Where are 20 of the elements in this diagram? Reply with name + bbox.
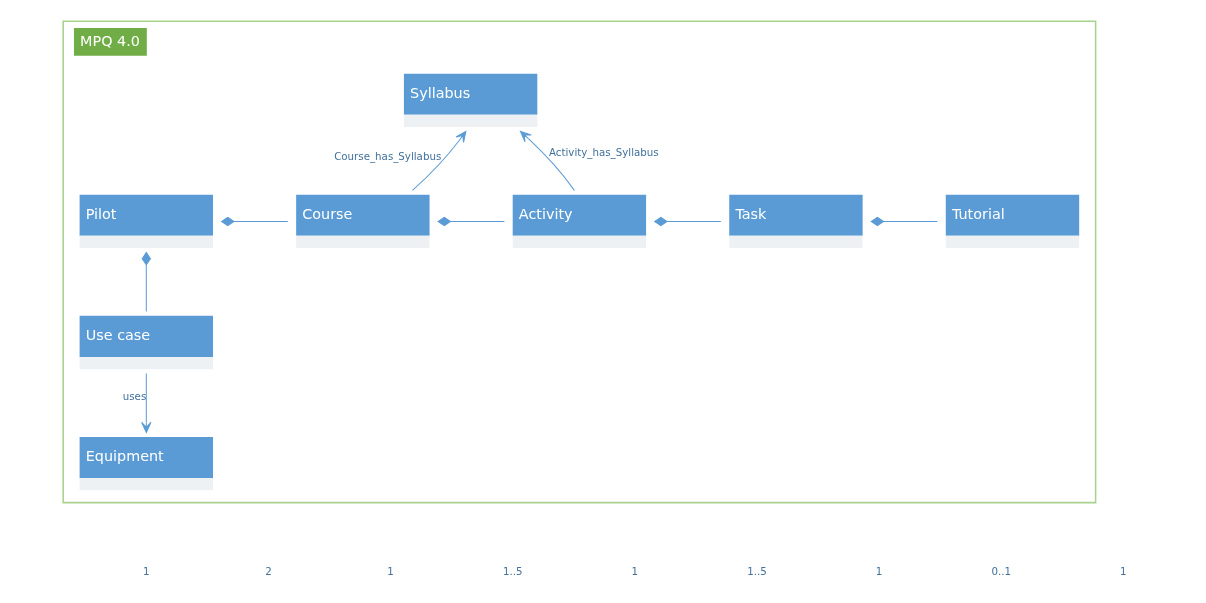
edge-label: Course_has_Syllabus [334,149,442,162]
edge-label: uses [122,389,147,402]
label: 1 [875,564,883,577]
label: 1 [631,564,639,577]
connector [141,251,152,312]
label: 1 [387,564,394,577]
connector [220,216,289,226]
arrow [519,130,575,191]
connector [437,216,505,226]
label: 1 [1120,564,1127,577]
label: 1..5 [747,564,767,577]
label: 1 [143,564,150,577]
arrow [411,130,467,191]
arrow [141,372,152,433]
edge-label: Activity_has_Syllabus [549,145,659,158]
label: 1..5 [502,564,523,577]
label: 0..1 [991,564,1011,577]
connector [653,216,722,226]
connector [870,216,938,226]
label: 2 [265,564,272,577]
